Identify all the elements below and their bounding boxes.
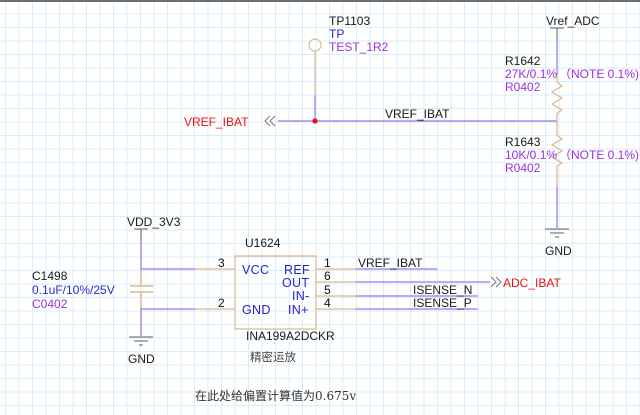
- r1643-footprint: R0402: [505, 161, 541, 175]
- tp-value: TP: [329, 27, 345, 41]
- tp-designator: TP1103: [329, 14, 371, 28]
- c1498-value: 0.1uF/10%/25V: [32, 283, 115, 297]
- r1643-value: 10K/0.1%: [505, 148, 558, 162]
- pin-name-gnd: GND: [242, 303, 271, 317]
- window-top-border: [0, 0, 640, 2]
- pin-number-5: 5: [324, 283, 331, 297]
- power-label-gnd-right: GND: [545, 244, 572, 258]
- pin-number-2: 2: [218, 296, 225, 310]
- bias-annotation: 在此处给偏置计算值为0.675v: [195, 389, 357, 403]
- r1642-note: （NOTE 0.1%): [559, 67, 640, 81]
- ic-description: 精密运放: [250, 350, 296, 364]
- net-label-isense-p: ISENSE_P: [413, 296, 472, 310]
- pin-name-in-minus: IN-: [292, 289, 310, 303]
- port-vref-ibat-arrow-icon[interactable]: [264, 115, 276, 127]
- pin-name-in-plus: IN+: [288, 303, 309, 317]
- resistor-r1643[interactable]: [550, 121, 564, 187]
- r1642-designator: R1642: [505, 54, 541, 68]
- ic-designator: U1624: [245, 236, 281, 250]
- net-label-isense-n: ISENSE_N: [413, 283, 473, 297]
- r1643-designator: R1643: [505, 135, 541, 149]
- pin-name-vcc: VCC: [242, 263, 270, 277]
- ic-right-pin-leads: [316, 268, 356, 310]
- ic-part-number: INA199A2DCKR: [246, 329, 335, 343]
- junction-dot: [312, 118, 318, 124]
- pin-name-ref: REF: [284, 263, 310, 277]
- r1642-footprint: R0402: [505, 80, 541, 94]
- ic-u1624-body[interactable]: [234, 255, 317, 330]
- pin-number-1: 1: [324, 256, 331, 270]
- c1498-designator: C1498: [32, 269, 68, 283]
- pin-number-4: 4: [324, 296, 331, 310]
- port-adc-ibat-arrow-icon[interactable]: [490, 276, 502, 288]
- power-label-vref-adc: Vref_ADC: [546, 14, 600, 28]
- c1498-footprint: C0402: [32, 297, 68, 311]
- port-label-vref-ibat[interactable]: VREF_IBAT: [184, 115, 249, 129]
- power-label-vdd-3v3: VDD_3V3: [127, 215, 181, 229]
- tp-footprint: TEST_1R2: [329, 40, 389, 54]
- pin-name-out: OUT: [282, 276, 310, 290]
- pin-number-6: 6: [324, 269, 331, 283]
- net-label-vref-ibat-top: VREF_IBAT: [385, 107, 450, 121]
- gnd-symbol-left-icon: [129, 336, 153, 346]
- test-point-pad[interactable]: [308, 38, 322, 52]
- gnd-symbol-right-icon: [545, 228, 569, 238]
- net-label-vref-ibat-pin: VREF_IBAT: [358, 256, 423, 270]
- power-label-gnd-left: GND: [128, 352, 155, 366]
- pin-number-3: 3: [218, 256, 225, 270]
- r1643-note: （NOTE 0.1%): [559, 148, 640, 162]
- r1642-value: 27K/0.1%: [505, 67, 558, 81]
- resistor-r1642[interactable]: [550, 75, 564, 121]
- capacitor-c1498[interactable]: [130, 269, 153, 309]
- port-label-adc-ibat[interactable]: ADC_IBAT: [503, 276, 561, 290]
